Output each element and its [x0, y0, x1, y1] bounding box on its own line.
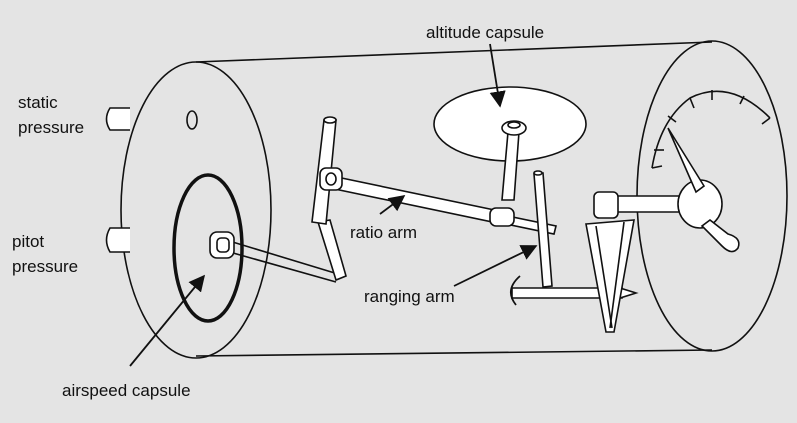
rotation-arrow: [510, 275, 521, 306]
instrument-casing: [120, 40, 788, 359]
casing-back-plate: [120, 61, 272, 359]
airspeed-capsule: [172, 173, 339, 323]
pointer-counterweight: [700, 218, 740, 253]
pinion-and-pointer: [593, 127, 740, 253]
altitude-capsule: [433, 86, 587, 201]
label-pitot: pitot: [12, 232, 44, 251]
ranging-arm-arrow: [453, 245, 538, 287]
label-ranging-arm: ranging arm: [364, 287, 455, 306]
label-pitot-pressure: pressure: [12, 257, 78, 276]
altitude-capsule-arrow: [489, 43, 506, 108]
label-altitude-capsule: altitude capsule: [426, 23, 544, 42]
dial-scale: [651, 90, 771, 169]
airspeed-capsule-arrow: [129, 274, 206, 367]
label-ratio-arm: ratio arm: [350, 223, 417, 242]
static-port: [105, 107, 198, 131]
ranging-arm: [510, 170, 639, 306]
ratio-arm-arrow: [379, 195, 406, 215]
linkage: [311, 116, 505, 282]
label-static-pressure: pressure: [18, 118, 84, 137]
pitot-port: [105, 227, 130, 253]
pointer-needle: [667, 127, 706, 194]
sector-gear: [585, 219, 635, 333]
label-airspeed-capsule: airspeed capsule: [62, 381, 191, 400]
ratio-arm-bar: [329, 175, 505, 225]
label-static: static: [18, 93, 58, 112]
